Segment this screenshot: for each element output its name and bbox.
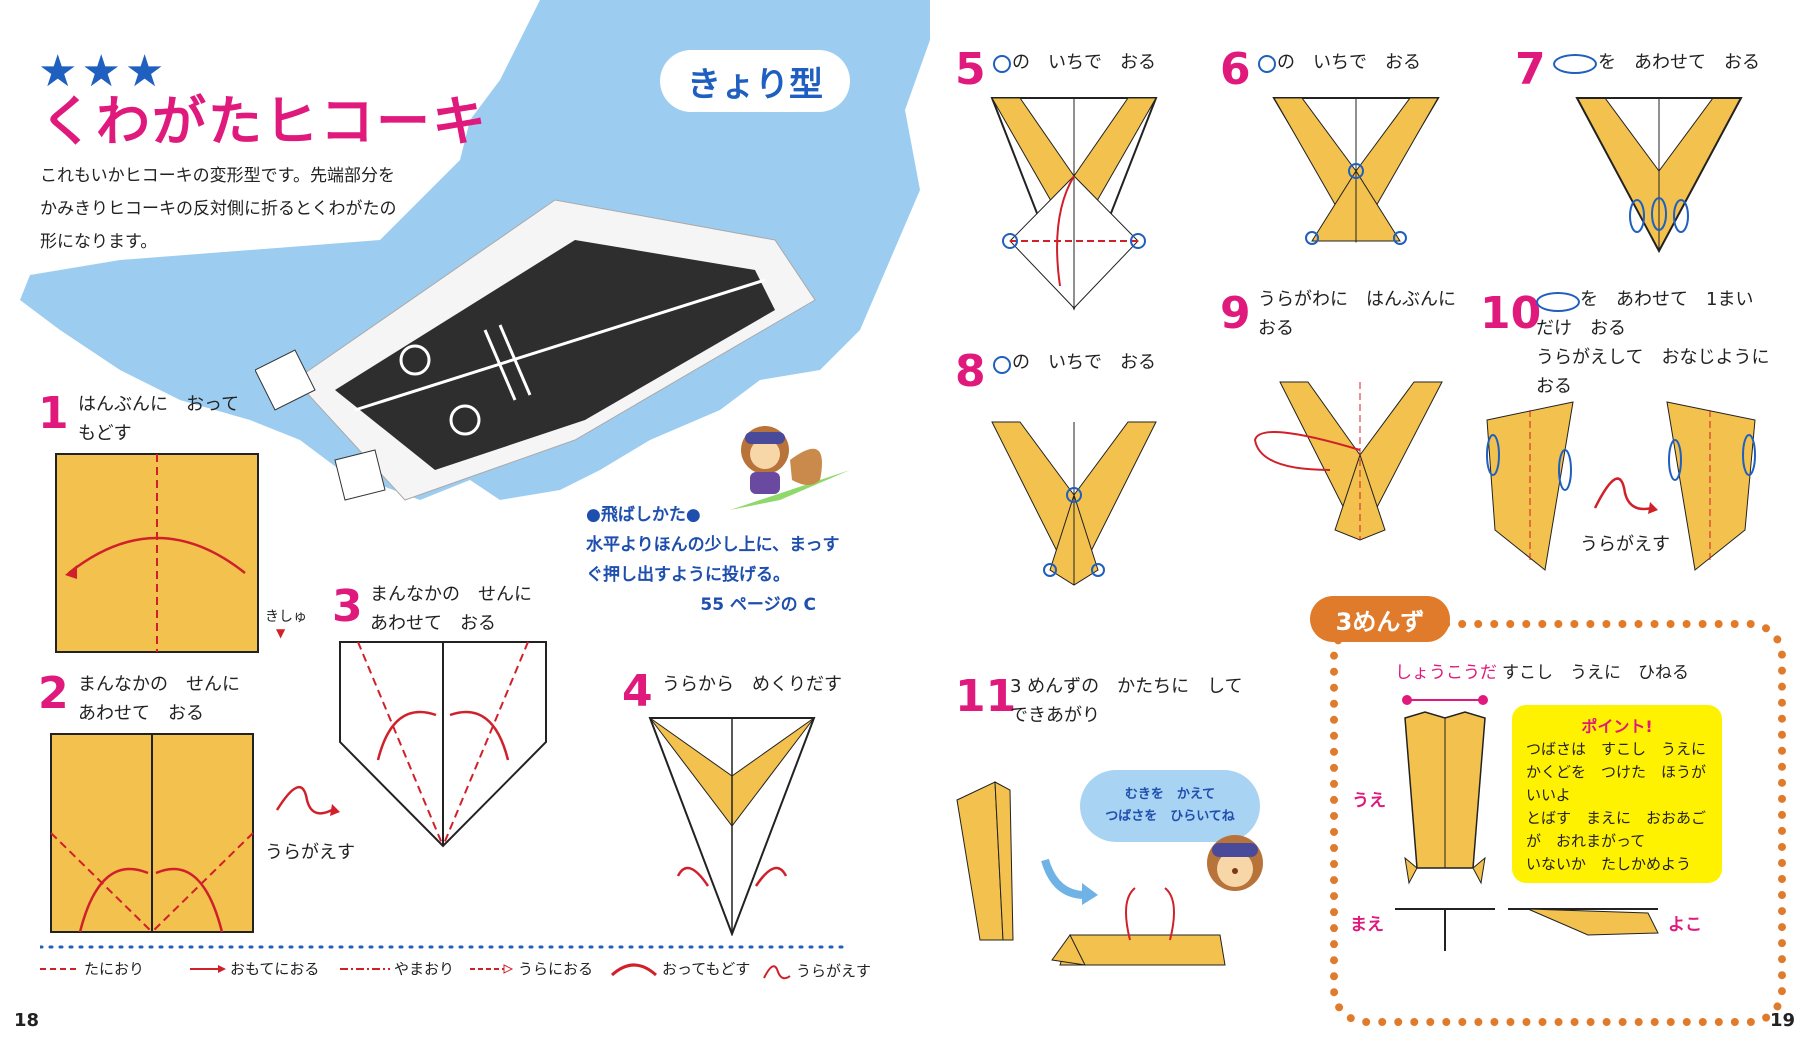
- step-10-number: 10: [1480, 288, 1542, 339]
- step-11-diagram-folded: [956, 781, 1014, 941]
- step-6-number: 6: [1220, 44, 1251, 95]
- step-11-diagram-open: [1051, 887, 1226, 966]
- legend-fold-front-label: おもてにおる: [230, 960, 320, 978]
- shoukou-text: すこし うえに ひねる: [1502, 663, 1689, 683]
- step-8-number: 8: [955, 346, 986, 397]
- step-3-text: まんなかの せんに あわせて おる: [370, 584, 532, 634]
- three-view-side-diagram: [1508, 908, 1659, 936]
- step-11-text: 3 めんずの かたちに して できあがり: [1010, 676, 1243, 726]
- flip-loop-icon: [763, 965, 791, 980]
- page-title: くわがたヒコーキ: [40, 90, 488, 153]
- how-to-fly-ref: 55 ページの C: [700, 595, 816, 615]
- step-1-number: 1: [38, 388, 69, 439]
- circle-marker-icon: [993, 356, 1011, 374]
- step-5-diagram: [990, 97, 1158, 311]
- kishu-label: きしゅ: [265, 609, 307, 625]
- step-7-number: 7: [1515, 44, 1546, 95]
- legend-mountain: やまおり: [340, 958, 454, 979]
- legend-valley-label: たにおり: [84, 960, 145, 978]
- page-number-right: 19: [1770, 1010, 1796, 1031]
- flip-label: うらがえす: [265, 842, 355, 863]
- view-label-front: まえ: [1350, 915, 1384, 935]
- step-7-text: を あわせて おる: [1598, 52, 1760, 73]
- intro-text: これもいかヒコーキの変形型です。先端部分をかみきりヒコーキの反対側に折るとくわが…: [40, 166, 397, 252]
- step-5-text: の いちで おる: [1012, 52, 1156, 73]
- flip-label: うらがえす: [1580, 534, 1670, 555]
- point-box: ポイント! つばさは すこし うえに かくどを つけた ほうが いいよ とばす …: [1512, 705, 1722, 883]
- step-1-diagram: [55, 453, 259, 653]
- step-2-number: 2: [38, 668, 69, 719]
- page-number-left: 18: [14, 1010, 40, 1031]
- step-1-text: はんぶんに おって もどす: [78, 394, 240, 444]
- squirrel-mascot-icon: [1207, 835, 1263, 891]
- legend-divider: [40, 945, 850, 949]
- squirrel-mascot-icon: [730, 426, 850, 510]
- legend-flip: うらがえす: [762, 958, 871, 982]
- step-4-number: 4: [622, 666, 653, 717]
- legend-fold-back: うらにおる: [470, 958, 593, 979]
- step-9-number: 9: [1220, 288, 1251, 339]
- sky-background: [20, 0, 930, 500]
- kishu-marker-icon: ▼: [276, 626, 286, 640]
- step-8-diagram: [991, 421, 1157, 586]
- legend-flip-label: うらがえす: [796, 961, 872, 980]
- stag-beetle-plane-image: [255, 199, 816, 501]
- view-label-top: うえ: [1352, 791, 1386, 811]
- oval-marker-icon: [1536, 292, 1580, 312]
- step-6-text: の いちで おる: [1277, 52, 1421, 73]
- how-to-fly-heading: ●飛ばしかた●: [586, 505, 701, 525]
- step-11-number: 11: [955, 671, 1017, 722]
- oval-marker-icon: [1553, 54, 1597, 74]
- step-3-number: 3: [332, 581, 363, 632]
- speech-bubble: むきを かえて つばさを ひらいてね: [1080, 770, 1260, 842]
- difficulty-stars: ★★★: [38, 46, 169, 97]
- step-2-diagram: [50, 733, 254, 933]
- step-4-diagram: [648, 717, 816, 936]
- category-badge: きょり型: [660, 50, 850, 112]
- step-4-text: うらから めくりだす: [662, 674, 842, 695]
- flip-arrow-icon: [1593, 477, 1658, 514]
- legend-fold-back-label: うらにおる: [518, 960, 594, 978]
- step-10-diagram-after: [1666, 401, 1756, 571]
- legend-fold-front: おもてにおる: [190, 958, 319, 979]
- how-to-fly-text: 水平よりほんの少し上に、まっすぐ押し出すように投げる。: [586, 535, 840, 585]
- step-6-diagram: [1272, 97, 1440, 245]
- three-view-top-diagram: [1402, 695, 1488, 885]
- step-10-diagram-before: [1486, 401, 1574, 571]
- point-title: ポイント!: [1581, 717, 1653, 736]
- view-label-side: よこ: [1668, 915, 1702, 935]
- legend-mountain-label: やまおり: [394, 960, 455, 978]
- three-view-box: [1330, 620, 1786, 1026]
- step-3-diagram: [339, 641, 547, 848]
- legend-fold-return-label: おってもどす: [662, 960, 751, 978]
- step-2-text: まんなかの せんに あわせて おる: [78, 674, 240, 724]
- three-view-front-diagram: [1395, 908, 1495, 951]
- circle-marker-icon: [1258, 55, 1276, 73]
- legend-valley: たにおり: [40, 958, 144, 979]
- fold-return-arrow-icon: [610, 963, 658, 976]
- step-5-number: 5: [955, 44, 986, 95]
- flip-arrow-icon: [275, 786, 340, 816]
- valley-fold-line-icon: [40, 967, 80, 970]
- fold-legend: たにおり おもてにおる やまおり うらにおる おってもどす うらがえす: [40, 958, 871, 992]
- fold-back-arrow-icon: [470, 963, 514, 974]
- curved-arrow-icon: [1041, 858, 1098, 905]
- mountain-fold-line-icon: [340, 967, 390, 970]
- circle-marker-icon: [993, 55, 1011, 73]
- step-7-diagram: [1575, 97, 1743, 254]
- how-to-fly: ●飛ばしかた● 水平よりほんの少し上に、まっすぐ押し出すように投げる。 55 ペ…: [586, 500, 856, 620]
- point-text: つばさは すこし うえに かくどを つけた ほうが いいよ とばす まえに おお…: [1526, 740, 1707, 873]
- step-10-text: を あわせて 1まい だけ おる うらがえして おなじように おる: [1536, 289, 1770, 397]
- step-9-diagram: [1253, 381, 1443, 541]
- fold-front-arrow-icon: [190, 964, 226, 973]
- three-view-title: 3めんず: [1310, 596, 1450, 642]
- step-8-text: の いちで おる: [1012, 352, 1156, 373]
- step-9-text: うらがわに はんぶんに おる: [1258, 289, 1456, 339]
- legend-fold-return: おってもどす: [610, 958, 750, 979]
- shoukou-label: しょうこうだ: [1395, 663, 1497, 683]
